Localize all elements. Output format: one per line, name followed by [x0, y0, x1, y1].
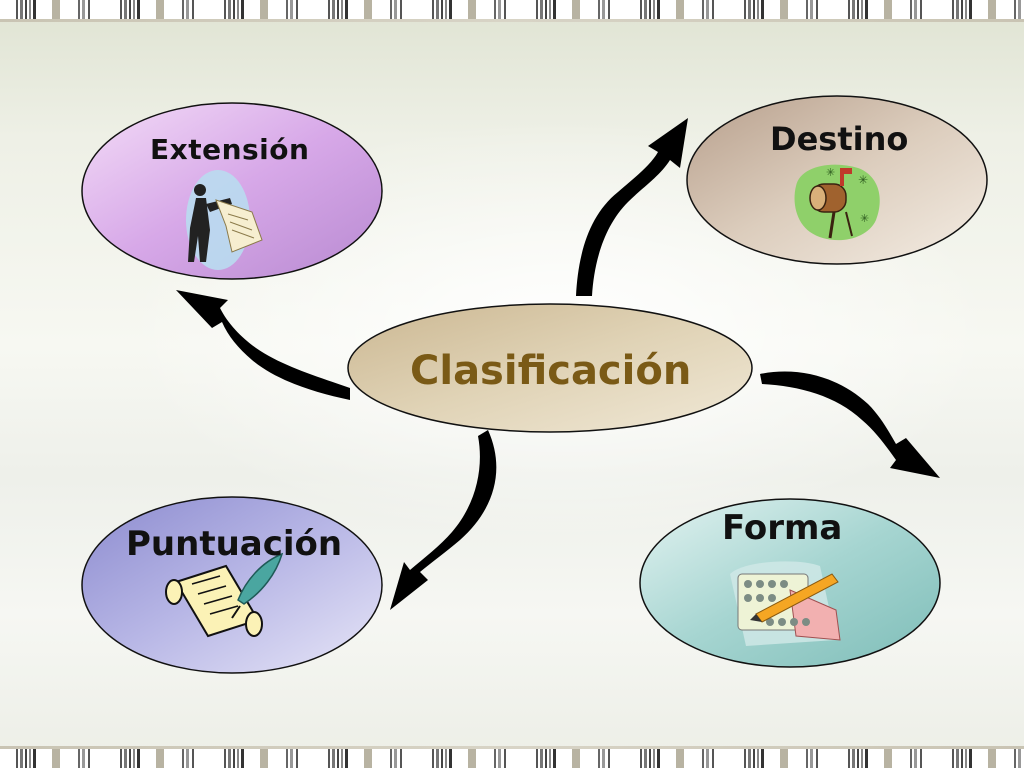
bottom-decorative-border [0, 746, 1024, 768]
top-decorative-border [0, 0, 1024, 22]
notepad-and-pencil-icon [730, 561, 841, 646]
mailbox-icon: ✳ ✳ ✳ [794, 164, 880, 241]
arrow-to-destino [576, 118, 688, 296]
arrow-to-puntuacion [390, 430, 497, 610]
svg-text:✳: ✳ [858, 173, 868, 187]
node-center [347, 303, 753, 433]
arrow-to-forma [760, 371, 940, 478]
node-label-extension: Extensión [150, 133, 310, 166]
node-label-destino: Destino [770, 120, 909, 158]
center-label: Clasificación [410, 348, 692, 394]
node-label-puntuacion: Puntuación [126, 524, 343, 564]
svg-text:✳: ✳ [826, 166, 835, 179]
businessman-reading-paper-icon [186, 170, 263, 270]
scroll-and-quill-icon [165, 552, 284, 638]
svg-text:✳: ✳ [860, 212, 869, 225]
arrow-to-extension [176, 290, 350, 400]
node-label-forma: Forma [722, 508, 843, 548]
